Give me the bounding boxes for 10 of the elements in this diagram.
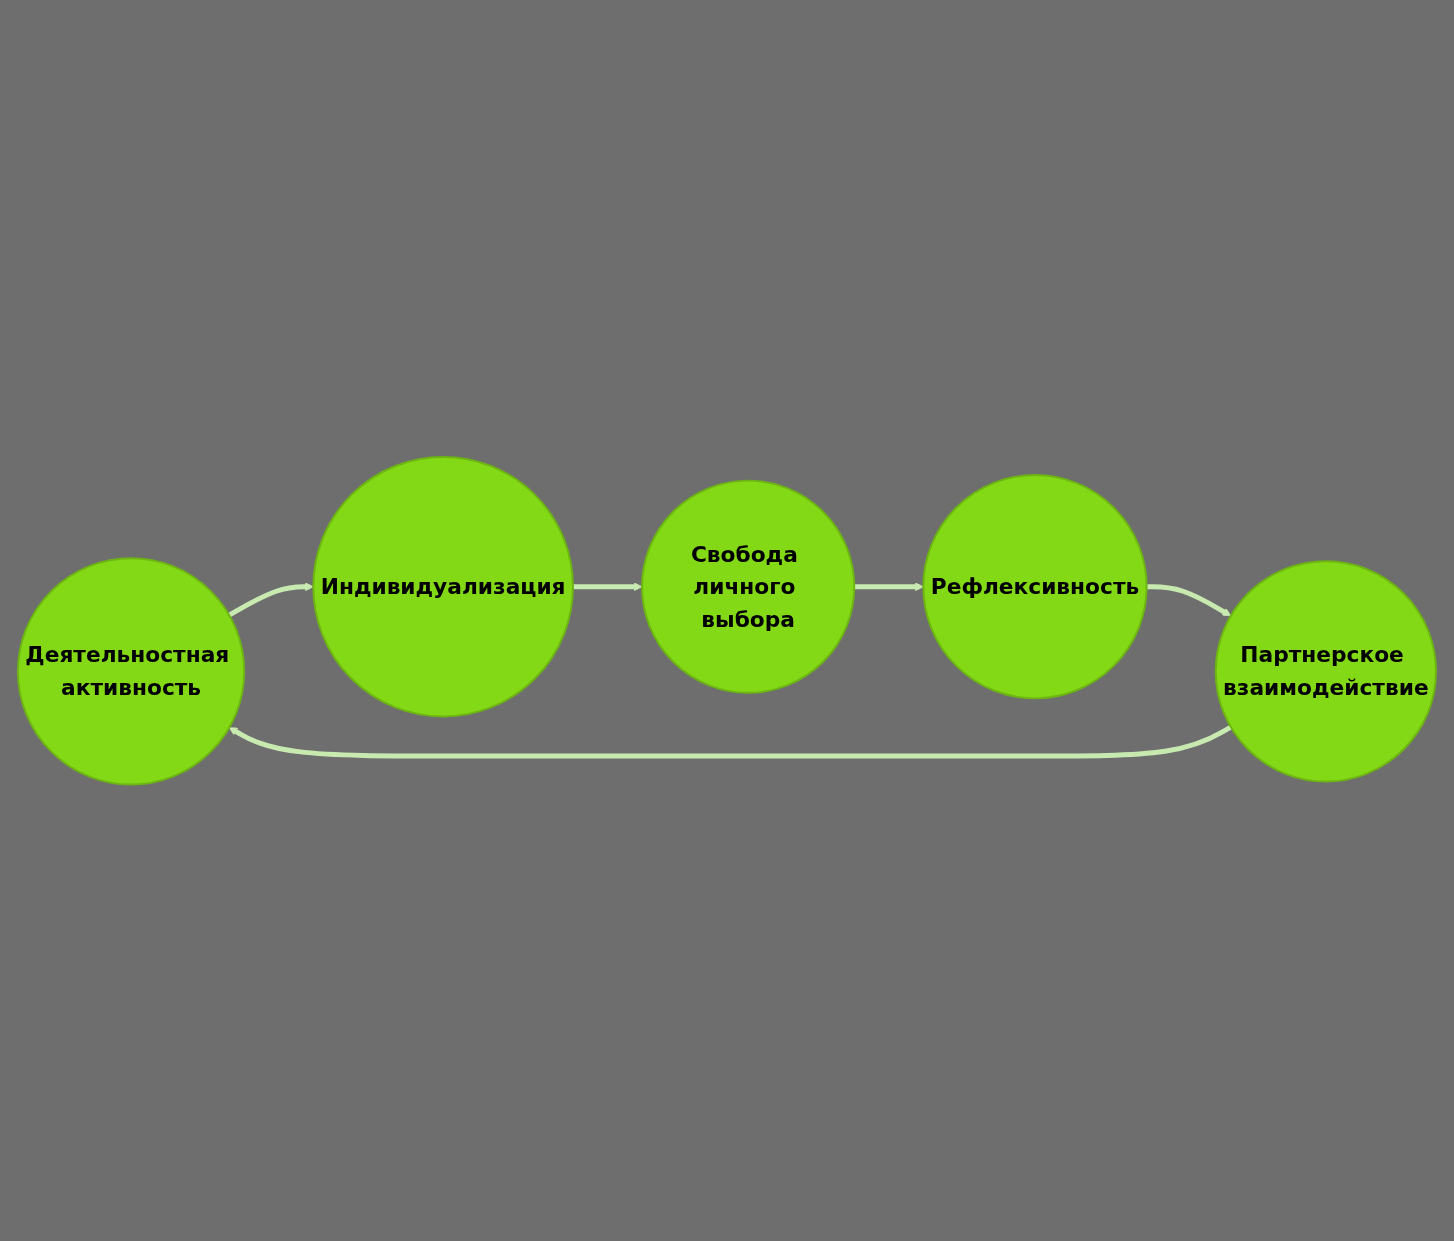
circle-node: Индивидуализация xyxy=(312,455,574,718)
arrow xyxy=(228,724,1233,759)
circle-node: Свобода личного выбора xyxy=(641,479,856,694)
arrow xyxy=(854,582,924,591)
arrow xyxy=(1146,584,1232,616)
arrow xyxy=(573,582,643,591)
circle-node: Рефлексивность xyxy=(922,473,1148,700)
circle-node: Партнерское взаимодействие xyxy=(1214,560,1438,783)
circle-node: Деятельностная активность xyxy=(16,557,246,786)
arrow xyxy=(228,582,314,618)
